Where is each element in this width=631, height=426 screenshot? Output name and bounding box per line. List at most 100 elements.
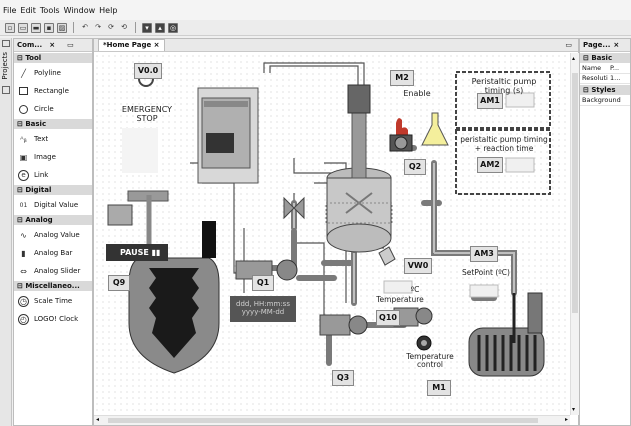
download-icon[interactable]: ▾ [142, 22, 152, 33]
pause-button[interactable]: PAUSE ▮▮ [106, 244, 168, 261]
reaction-box [455, 129, 551, 195]
section-label: Analog [25, 216, 53, 224]
scroll-down-icon[interactable]: ▾ [572, 406, 576, 413]
item-label: Polyline [34, 69, 61, 77]
section-tool[interactable]: ⊟ Tool [14, 53, 92, 63]
vertical-scroll-thumb[interactable] [572, 73, 578, 313]
enable-text: Enable [403, 89, 431, 98]
projects-strip: Projects [0, 38, 12, 426]
palette-item-logo-clock[interactable]: ◴LOGO! Clock [14, 310, 92, 328]
minimize-icon[interactable]: ▭ [67, 41, 74, 49]
palette-item-analog-slider[interactable]: ⇔Analog Slider [14, 262, 92, 280]
section-basic[interactable]: ⊟ Basic [14, 119, 92, 129]
emergency-button-area [122, 128, 158, 173]
item-label: Analog Bar [34, 249, 73, 257]
q2-tag[interactable]: Q2 [404, 159, 426, 175]
menu-tools[interactable]: Tools [39, 5, 60, 15]
components-palette: Com... × ▭ ⊟ Tool ╱Polyline Rectangle Ci… [13, 38, 93, 426]
palette-item-image[interactable]: ▣Image [14, 148, 92, 166]
section-label: Basic [25, 120, 47, 128]
palette-item-rectangle[interactable]: Rectangle [14, 82, 92, 100]
folder-icon[interactable]: ▬ [31, 22, 41, 33]
emergency-stop-tag[interactable]: V0.0 [134, 63, 162, 79]
projects-tab[interactable]: Projects [1, 52, 9, 80]
am3-tag[interactable]: AM3 [470, 246, 498, 262]
restore-icon[interactable] [2, 40, 10, 47]
am2-tag[interactable]: AM2 [477, 157, 503, 173]
tab-home-page[interactable]: *Home Page × [98, 39, 165, 51]
property-row[interactable]: Background [580, 96, 630, 106]
item-label: LOGO! Clock [34, 315, 79, 323]
q10-tag[interactable]: Q10 [376, 310, 400, 326]
palette-item-analog-value[interactable]: ∿Analog Value [14, 226, 92, 244]
undo-icon[interactable]: ↶ [82, 22, 88, 31]
property-value[interactable]: 1... [610, 74, 621, 82]
am1-tag[interactable]: AM1 [477, 93, 503, 109]
butterfly-valve [283, 196, 305, 220]
scroll-left-icon[interactable]: ◂ [96, 416, 100, 423]
section-digital[interactable]: ⊟ Digital [14, 185, 92, 195]
palette-title[interactable]: Com... [17, 41, 43, 49]
save-as-icon[interactable]: ▨ [57, 22, 67, 33]
palette-header: Com... × ▭ [14, 39, 92, 52]
pump-q10-housing [415, 307, 433, 325]
section-label: Miscellaneo... [25, 282, 80, 290]
m2-tag[interactable]: M2 [390, 70, 414, 86]
palette-item-circle[interactable]: Circle [14, 100, 92, 118]
horizontal-scrollbar[interactable]: ◂ ▸ [94, 415, 570, 425]
q9-tag[interactable]: Q9 [108, 275, 130, 291]
peristaltic-timing-text: Peristaltic pump timing (s) [471, 77, 537, 95]
plc-display [206, 133, 234, 153]
vw0-tag[interactable]: VW0 [404, 258, 432, 274]
save-icon[interactable]: ▪ [44, 22, 54, 33]
redo-all-icon[interactable]: ⟳ [108, 22, 114, 31]
palette-item-link[interactable]: e Link [14, 166, 92, 184]
redo-icon[interactable]: ↷ [95, 22, 101, 31]
maximize-icon[interactable]: ▭ [565, 41, 572, 49]
property-value[interactable]: P... [610, 64, 620, 72]
properties-section-basic[interactable]: ⊟ Basic [580, 53, 630, 63]
scroll-up-icon[interactable]: ▴ [572, 55, 576, 62]
toolbar-divider [73, 22, 74, 33]
q1-tag[interactable]: Q1 [252, 275, 274, 291]
text-icon: ᴬᵦ [20, 134, 27, 144]
design-canvas[interactable]: V0.0 EMERGENCY STOP M2 Enable Peristalti… [94, 53, 570, 415]
menu-window[interactable]: Window [63, 5, 96, 15]
properties-title[interactable]: Page... [583, 41, 611, 49]
q3-tag[interactable]: Q3 [332, 370, 354, 386]
palette-item-scale-time[interactable]: ◷Scale Time [14, 292, 92, 310]
horizontal-scroll-thumb[interactable] [108, 418, 538, 423]
settings-icon[interactable]: ◎ [168, 22, 178, 33]
projects-icon[interactable] [2, 86, 10, 94]
temperature-text: Temperature [376, 295, 424, 304]
menu-help[interactable]: Help [99, 5, 118, 15]
pump-q1-housing [276, 259, 298, 281]
property-name: Resolution [582, 74, 608, 82]
palette-item-polyline[interactable]: ╱Polyline [14, 64, 92, 82]
close-icon[interactable]: × [49, 41, 56, 49]
item-label: Link [34, 171, 49, 179]
section-analog[interactable]: ⊟ Analog [14, 215, 92, 225]
upload-icon[interactable]: ▴ [155, 22, 165, 33]
menu-edit[interactable]: Edit [20, 5, 36, 15]
properties-section-styles[interactable]: ⊟ Styles [580, 85, 630, 95]
image-icon: ▣ [19, 152, 28, 162]
undo-all-icon[interactable]: ⟲ [121, 22, 127, 31]
palette-item-analog-bar[interactable]: ▮Analog Bar [14, 244, 92, 262]
open-icon[interactable]: ▭ [18, 22, 28, 33]
pump-q3 [319, 314, 351, 336]
close-tab-icon[interactable]: × [153, 41, 160, 49]
scroll-right-icon[interactable]: ▸ [564, 416, 568, 423]
m1-tag[interactable]: M1 [427, 380, 451, 396]
link-icon: e [18, 169, 29, 181]
section-miscellaneous[interactable]: ⊟ Miscellaneo... [14, 281, 92, 291]
vertical-scrollbar[interactable]: ▴ ▾ [570, 53, 579, 415]
temperature-field [383, 280, 413, 294]
new-icon[interactable]: ▫ [5, 22, 15, 33]
close-icon[interactable]: × [613, 41, 620, 49]
property-row[interactable]: Resolution1... [580, 74, 630, 84]
menu-file[interactable]: File [3, 5, 17, 15]
